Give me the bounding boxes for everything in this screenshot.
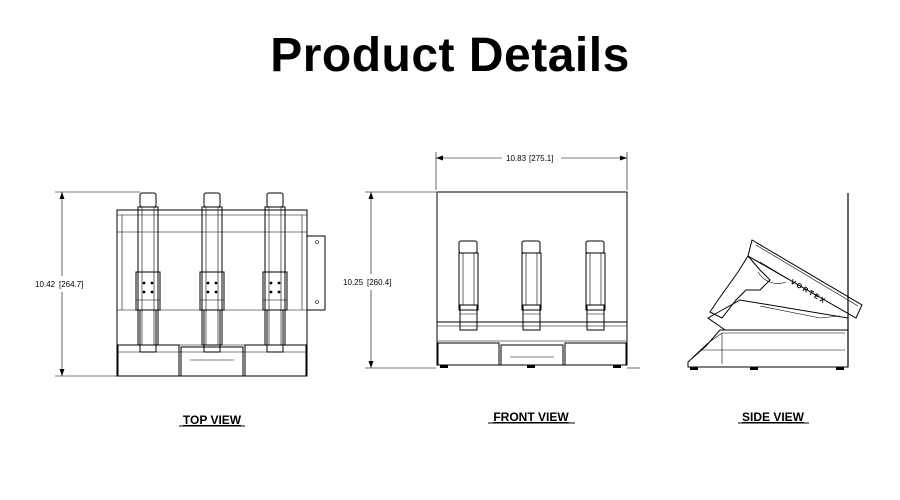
front-view-width-mm: [275.1] <box>529 154 553 163</box>
top-view-holster-2 <box>199 192 225 353</box>
front-view-height-mm: [260.4] <box>367 278 391 287</box>
top-view-holster-3 <box>262 192 288 353</box>
top-view-height-value: 10.42 <box>35 280 56 289</box>
front-view-holster-1 <box>458 240 479 331</box>
mount-plate <box>306 235 326 311</box>
top-view: 10.42 [264.7] <box>35 191 326 427</box>
side-view-caption: SIDE VIEW <box>742 410 805 424</box>
top-view-caption: TOP VIEW <box>183 413 242 427</box>
pistol: VORTEX <box>709 239 863 319</box>
front-view: 10.83 [275.1] 10.25 [260.4] <box>343 152 640 424</box>
drawer-left <box>117 344 180 377</box>
side-view: VORTEX SIDE VIEW <box>687 193 863 424</box>
top-view-height-mm: [264.7] <box>59 280 83 289</box>
top-view-height-dimension: 10.42 [264.7] <box>35 191 140 377</box>
drawer-right <box>244 344 307 377</box>
front-view-holster-2 <box>521 240 542 331</box>
top-view-holster-1 <box>135 192 161 353</box>
front-view-holster-3 <box>585 240 606 331</box>
page-title: Product Details <box>270 29 630 82</box>
front-view-height-dimension: 10.25 [260.4] <box>343 191 436 369</box>
front-view-width-dimension: 10.83 [275.1] <box>435 152 628 190</box>
front-view-height-value: 10.25 <box>343 278 364 287</box>
back-panel <box>436 191 628 323</box>
front-view-width-value: 10.83 <box>506 154 527 163</box>
drawer-middle <box>180 346 244 377</box>
pistol-brand-text: VORTEX <box>789 279 828 306</box>
front-view-caption: FRONT VIEW <box>493 410 569 424</box>
